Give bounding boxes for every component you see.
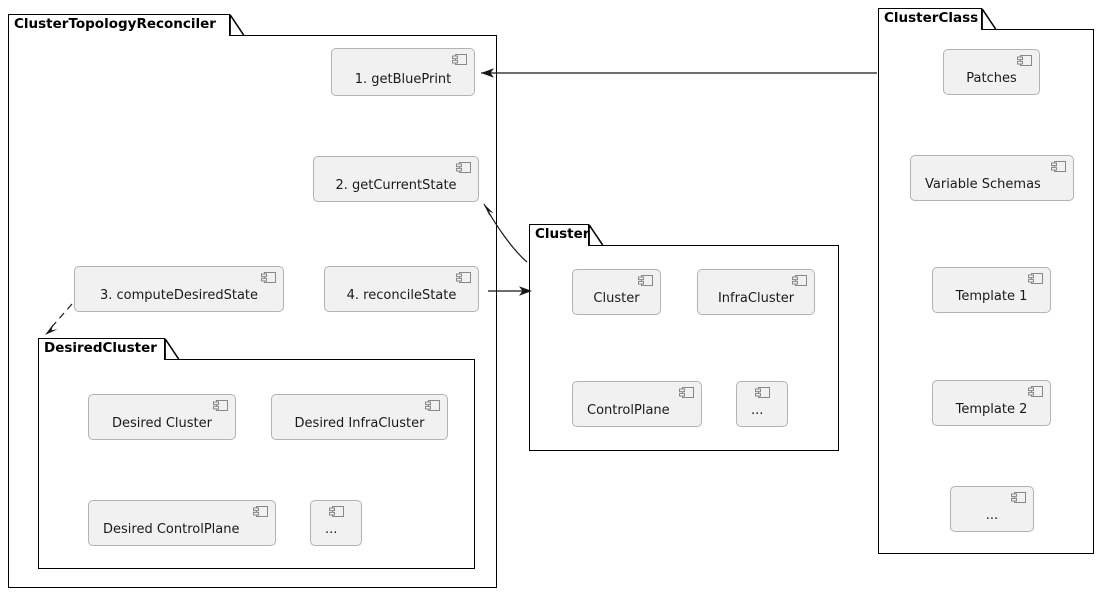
component-get-current-state[interactable]: 2. getCurrentState	[313, 156, 479, 202]
component-controlplane[interactable]: ControlPlane	[572, 381, 702, 427]
component-template-2[interactable]: Template 2	[932, 380, 1051, 426]
component-class-more[interactable]: ...	[950, 486, 1034, 532]
component-label-compute-desired-state: 3. computeDesiredState	[100, 288, 258, 303]
component-label-infracluster: InfraCluster	[717, 291, 795, 306]
component-label-desired-infracluster: Desired InfraCluster	[294, 416, 425, 431]
component-icon	[792, 275, 807, 286]
package-title-desired-cluster: DesiredCluster	[44, 340, 157, 356]
component-icon	[456, 272, 471, 283]
component-icon	[638, 275, 653, 286]
package-title-cluster-topology-reconciler: ClusterTopologyReconciler	[14, 16, 216, 32]
component-icon	[1051, 161, 1066, 172]
package-tab-slant-cluster-class	[981, 8, 997, 30]
component-label-desired-cluster: Desired Cluster	[112, 416, 212, 431]
component-icon	[425, 400, 440, 411]
component-desired-controlplane[interactable]: Desired ControlPlane	[88, 500, 276, 546]
package-cluster: Cluster Cluster InfraCluster	[529, 224, 839, 451]
package-tab-slant-cluster	[588, 224, 604, 246]
component-desired-infracluster[interactable]: Desired InfraCluster	[271, 394, 448, 440]
component-icon	[1017, 55, 1032, 66]
package-title-cluster-class: ClusterClass	[884, 10, 979, 26]
component-label-cluster: Cluster	[593, 291, 640, 306]
component-icon	[679, 387, 694, 398]
component-label-patches: Patches	[966, 71, 1017, 86]
package-tab-slant-desired-cluster	[164, 338, 180, 360]
component-cluster[interactable]: Cluster	[572, 269, 661, 315]
component-get-blueprint[interactable]: 1. getBluePrint	[331, 48, 475, 96]
component-icon	[213, 400, 228, 411]
component-icon	[1011, 492, 1026, 503]
component-desired-cluster[interactable]: Desired Cluster	[88, 394, 236, 440]
component-reconcile-state[interactable]: 4. reconcileState	[324, 266, 479, 312]
component-infracluster[interactable]: InfraCluster	[697, 269, 815, 315]
component-variable-schemas[interactable]: Variable Schemas	[910, 155, 1074, 201]
component-icon	[452, 54, 467, 65]
component-label-controlplane: ControlPlane	[587, 403, 670, 418]
package-desired-cluster: DesiredCluster Desired Cluster Desired I…	[38, 338, 475, 569]
component-icon	[1028, 273, 1043, 284]
component-compute-desired-state[interactable]: 3. computeDesiredState	[74, 266, 284, 312]
component-label-class-more: ...	[985, 508, 999, 523]
component-label-template-1: Template 1	[955, 289, 1028, 304]
connector-clusterclass-to-getblueprint	[481, 68, 877, 78]
component-label-get-blueprint: 1. getBluePrint	[354, 72, 452, 87]
component-icon	[456, 162, 471, 173]
package-cluster-topology-reconciler: ClusterTopologyReconciler 1. getBluePrin…	[8, 14, 497, 588]
component-label-template-2: Template 2	[955, 402, 1028, 417]
component-label-variable-schemas: Variable Schemas	[925, 177, 1041, 192]
package-title-cluster: Cluster	[535, 226, 590, 242]
component-template-1[interactable]: Template 1	[932, 267, 1051, 313]
component-icon	[253, 506, 268, 517]
component-desired-more[interactable]: ...	[310, 500, 362, 546]
package-tab-slant-cluster-topology-reconciler	[229, 14, 245, 36]
component-icon	[755, 387, 770, 398]
component-label-reconcile-state: 4. reconcileState	[346, 288, 457, 303]
component-patches[interactable]: Patches	[943, 49, 1040, 95]
component-label-cluster-more: ...	[751, 403, 764, 418]
component-icon	[261, 272, 276, 283]
component-label-desired-more: ...	[325, 522, 338, 537]
component-label-get-current-state: 2. getCurrentState	[335, 178, 457, 193]
component-icon	[329, 506, 344, 517]
component-label-desired-controlplane: Desired ControlPlane	[103, 522, 240, 537]
component-cluster-more[interactable]: ...	[736, 381, 788, 427]
component-icon	[1028, 386, 1043, 397]
package-cluster-class: ClusterClass Patches Variable Schemas	[878, 8, 1094, 554]
